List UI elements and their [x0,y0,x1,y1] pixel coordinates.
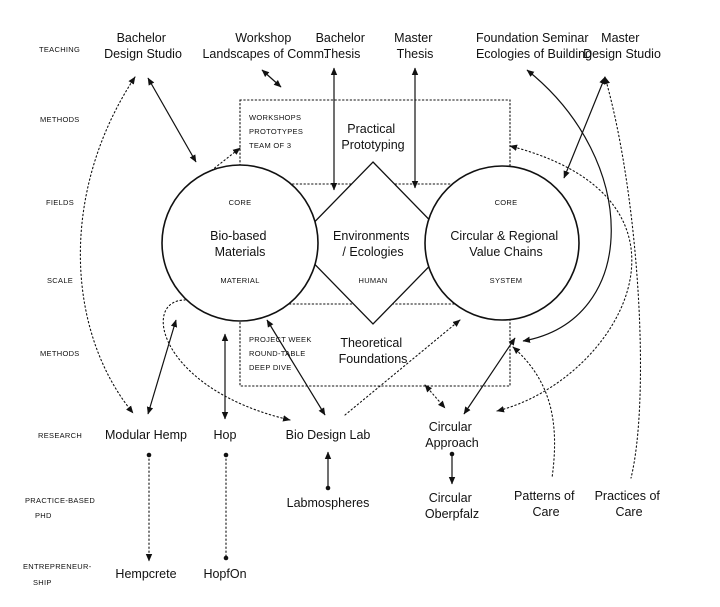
arrow-materials-modular-hemp [146,319,178,415]
dot-hopfon [223,555,229,561]
method-round-table: ROUND-TABLE [249,349,306,358]
modular-hemp: Modular Hemp [105,428,187,442]
row-label-entrepreneur: ENTREPRENEUR- [23,562,92,571]
patterns-of-care: Patterns of Care [514,489,578,519]
circular-oberpfalz: Circular Oberpfalz [425,491,479,521]
theoretical-foundations-group: PROJECT WEEK ROUND-TABLE DEEP DIVE Theor… [249,335,407,372]
dot-labmospheres [325,485,331,491]
bachelor-thesis: Bachelor Thesis [316,31,369,61]
practices-of-care: Practices of Care [595,489,664,519]
arrow-materials-bio-design-lab [266,319,326,416]
bio-based-materials-title: Bio-based Materials [210,229,270,259]
row-label-scale: SCALE [47,276,73,285]
practical-prototyping-box [239,99,511,185]
row-label-research: RESEARCH [38,431,82,440]
dotted-bachelor-studio-modular-hemp [79,76,136,414]
dotted-bio-design-lab-circle [344,319,461,416]
row-label-methods-top: METHODS [40,115,80,124]
method-deep-dive: DEEP DIVE [249,363,292,372]
arrow-master-studio-circle [563,76,606,179]
method-workshops: WORKSHOPS [249,113,301,122]
row-label-practice-based: PRACTICE-BASED [25,496,95,505]
arrow-workshop-box [261,69,282,88]
master-thesis: Master Thesis [394,31,436,61]
research-row: Modular Hemp Hop Bio Design Lab Circular… [105,420,479,450]
left-core-tag: CORE [229,198,252,207]
dotted-master-studio-practices [603,76,642,479]
circular-approach: Circular Approach [425,420,479,450]
environments-title: Environments / Ecologies [333,229,413,259]
circular-value-chains-title: Circular & Regional Value Chains [450,229,561,259]
master-design-studio: Master Design Studio [583,31,661,61]
method-team-of-3: TEAM OF 3 [249,141,291,150]
dotted-box-to-circular-approach [496,144,633,413]
scale-human: HUMAN [359,276,388,285]
dotted-bio-design-lab-loop [162,299,291,422]
dotted-box-circular-approach [424,384,446,409]
phd-row: Labmospheres Circular Oberpfalz Patterns… [287,489,664,521]
circular-value-chains-circle [424,165,580,321]
field-center: Environments / Ecologies HUMAN [333,229,413,285]
field-right: CORE Circular & Regional Value Chains SY… [450,198,561,285]
hempcrete: Hempcrete [115,567,176,581]
labmospheres: Labmospheres [287,496,370,510]
bachelor-design-studio: Bachelor Design Studio [104,31,182,61]
hopfon: HopfOn [203,567,246,581]
dotted-circle-patterns [512,346,556,479]
practical-prototyping-group: WORKSHOPS PROTOTYPES TEAM OF 3 Practical… [249,113,405,152]
row-label-fields: FIELDS [46,198,74,207]
row-label-phd: PHD [35,511,52,520]
practical-prototyping-title: Practical Prototyping [341,122,404,152]
right-core-tag: CORE [495,198,518,207]
method-project-week: PROJECT WEEK [249,335,312,344]
arrow-circle-circular-approach [463,337,516,415]
hop: Hop [214,428,237,442]
row-labels: TEACHING METHODS FIELDS SCALE METHODS RE… [23,45,95,587]
bio-based-materials-circle [161,164,319,322]
dot-hop [223,452,229,458]
foundation-seminar: Foundation Seminar Ecologies of Building [476,31,592,61]
teaching-row: Bachelor Design Studio Workshop Landscap… [104,31,661,61]
method-prototypes: PROTOTYPES [249,127,303,136]
dot-modular-hemp [146,452,152,458]
arrow-bachelor-studio-materials [147,77,197,163]
theoretical-foundations-box [239,303,511,387]
row-label-methods-bottom: METHODS [40,349,80,358]
row-label-teaching: TEACHING [39,45,80,54]
field-left: CORE Bio-based Materials MATERIAL [210,198,270,285]
entrepreneurship-row: Hempcrete HopfOn [115,567,246,581]
bio-design-lab: Bio Design Lab [286,428,371,442]
scale-system: SYSTEM [490,276,523,285]
arrow-foundation-seminar-curve [522,69,612,343]
workshop-landscapes: Workshop Landscapes of Comm. [202,31,327,61]
environments-diamond [293,161,453,325]
dot-circular-approach [449,451,455,457]
row-label-ship: SHIP [33,578,52,587]
scale-material: MATERIAL [220,276,259,285]
theoretical-foundations-title: Theoretical Foundations [339,336,408,366]
